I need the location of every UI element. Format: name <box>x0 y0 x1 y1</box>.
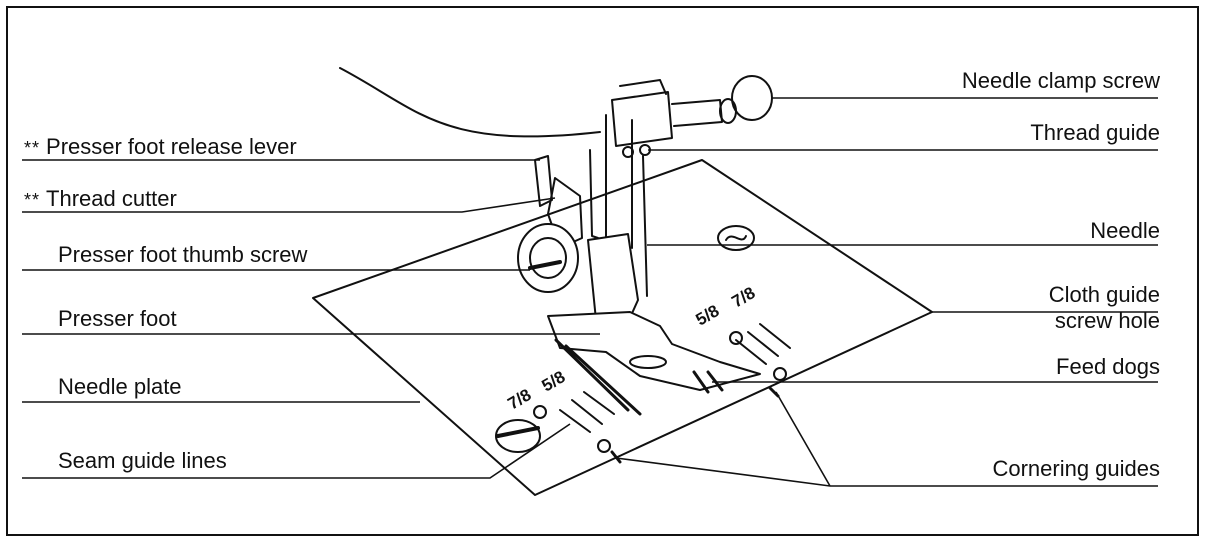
leader-cornering-guides <box>615 391 1158 487</box>
label-needle-clamp-screw: Needle clamp screw <box>962 68 1160 94</box>
label-needle: Needle <box>1090 218 1160 244</box>
label-text: Thread cutter <box>46 186 177 211</box>
presser-bar <box>589 149 599 239</box>
label-thread-cutter: **Thread cutter <box>24 186 177 213</box>
needle-clamp-block <box>611 91 673 147</box>
label-text: Presser foot release lever <box>46 134 297 159</box>
label-text: Seam guide lines <box>58 448 227 473</box>
leader-seam-guide-lines <box>22 423 571 479</box>
cloth-guide-screw-hole-mark <box>717 225 755 251</box>
label-text: Cornering guides <box>992 456 1160 481</box>
label-presser-foot: Presser foot <box>58 306 177 332</box>
seam-guide-line <box>559 323 791 433</box>
thumb-screw <box>517 223 579 293</box>
label-text: Feed dogs <box>1056 354 1160 379</box>
double-asterisk-marker: ** <box>24 138 41 158</box>
feed-dogs-shape <box>554 338 724 416</box>
label-cloth-guide-screw-hole: Cloth guide screw hole <box>1049 256 1160 334</box>
label-presser-foot-release-lever: **Presser foot release lever <box>24 134 297 161</box>
label-text: Needle plate <box>58 374 182 399</box>
label-text: Thread guide <box>1030 120 1160 145</box>
presser-foot-sole <box>547 311 761 391</box>
machine-arm-outline <box>339 67 601 138</box>
label-needle-plate: Needle plate <box>58 374 182 400</box>
label-cornering-guides: Cornering guides <box>992 456 1160 482</box>
label-text: Presser foot <box>58 306 177 331</box>
label-text: Cloth guide screw hole <box>1048 282 1160 333</box>
label-text: Presser foot thumb screw <box>58 242 308 267</box>
label-text: Needle clamp screw <box>961 68 1160 93</box>
needle-shaft <box>642 155 648 297</box>
leader-thread-cutter <box>22 197 556 213</box>
label-presser-foot-thumb-screw: Presser foot thumb screw <box>58 242 307 268</box>
needle-clamp-knob <box>731 75 773 121</box>
label-feed-dogs: Feed dogs <box>1056 354 1160 380</box>
release-lever <box>534 155 553 207</box>
double-asterisk-marker: ** <box>24 190 41 210</box>
label-thread-guide: Thread guide <box>1030 120 1160 146</box>
label-text: Needle <box>1090 218 1160 243</box>
label-seam-guide-lines: Seam guide lines <box>58 448 227 474</box>
